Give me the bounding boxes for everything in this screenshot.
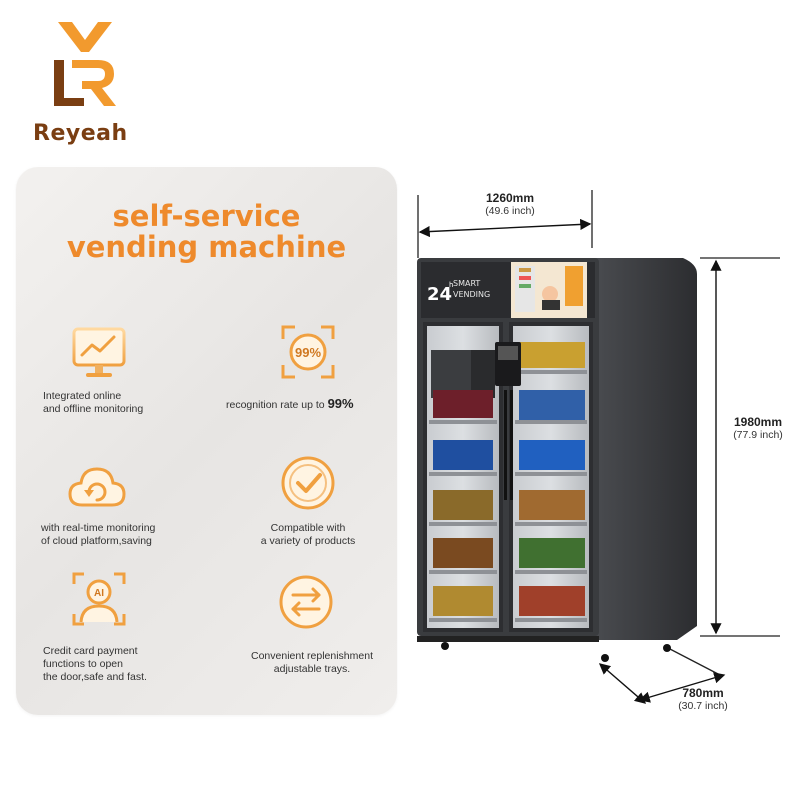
sign-24: 24: [427, 284, 452, 305]
feature-cloud-line2: of cloud platform,saving: [41, 535, 152, 547]
feature-compatible-text: Compatible with a variety of products: [242, 522, 374, 548]
brand-name: Reyeah: [33, 121, 128, 146]
feature-payment-text: Credit card payment functions to open th…: [43, 645, 147, 684]
feature-payment-line1: Credit card payment: [43, 645, 138, 657]
feature-monitoring-line2: and offline monitoring: [43, 403, 144, 415]
brand-logo: Reyeah: [30, 20, 140, 146]
replenish-arrows-icon: [275, 571, 337, 633]
check-circle-icon: [277, 452, 339, 514]
feature-cloud-text: with real-time monitoring of cloud platf…: [41, 522, 155, 548]
feature-replenish-text: Convenient replenishment adjustable tray…: [228, 650, 396, 676]
feature-payment-line2: functions to open: [43, 658, 123, 670]
dimension-width: 1260mm (49.6 inch): [462, 191, 558, 217]
feature-replenish-line1: Convenient replenishment: [251, 650, 373, 662]
recognition-badge: 99%: [295, 345, 321, 360]
cloud-sync-icon: [66, 459, 128, 521]
feature-recognition-text: recognition rate up to 99%: [226, 397, 354, 412]
feature-payment-line3: the door,safe and fast.: [43, 671, 147, 683]
dimension-width-inch: (49.6 inch): [485, 205, 535, 217]
ai-badge: AI: [94, 588, 104, 599]
panel-title-line2: vending machine: [66, 230, 347, 264]
vending-machine-illustration: 24 h SMART VENDING: [417, 258, 697, 662]
sign-vending: VENDING: [453, 290, 490, 299]
recognition-99-icon: 99%: [277, 321, 339, 383]
ai-face-scan-icon: AI: [68, 568, 130, 630]
feature-cloud-line1: with real-time monitoring: [41, 522, 156, 534]
sign-hours: h: [449, 281, 453, 289]
reyeah-logo-icon: [54, 22, 116, 106]
dimension-depth: 780mm (30.7 inch): [668, 686, 738, 712]
feature-recognition-highlight: 99%: [327, 396, 354, 411]
right-shelves: [515, 342, 587, 622]
feature-compatible-line1: Compatible with: [270, 522, 346, 534]
dimension-depth-mm: 780mm: [682, 686, 724, 700]
vending-machine: 24 h SMART VENDING: [415, 254, 697, 662]
feature-monitoring-line1: Integrated online: [43, 390, 122, 402]
feature-compatible-line2: a variety of products: [260, 535, 356, 547]
dimension-height-inch: (77.9 inch): [733, 429, 783, 441]
sign-smart: SMART: [453, 279, 480, 288]
feature-replenish-line2: adjustable trays.: [273, 663, 351, 675]
monitor-chart-icon: [68, 323, 130, 385]
left-shelves: [429, 350, 497, 622]
feature-recognition-prefix: recognition rate up to: [226, 399, 328, 411]
dimension-height: 1980mm (77.9 inch): [722, 415, 794, 441]
dimension-depth-inch: (30.7 inch): [678, 700, 728, 712]
feature-panel: self-service vending machine Integrated …: [16, 167, 397, 715]
panel-title-line1: self-service: [112, 199, 301, 233]
feature-monitoring-text: Integrated online and offline monitoring: [43, 390, 143, 416]
dimension-width-mm: 1260mm: [485, 191, 535, 205]
dimension-height-mm: 1980mm: [733, 415, 783, 429]
